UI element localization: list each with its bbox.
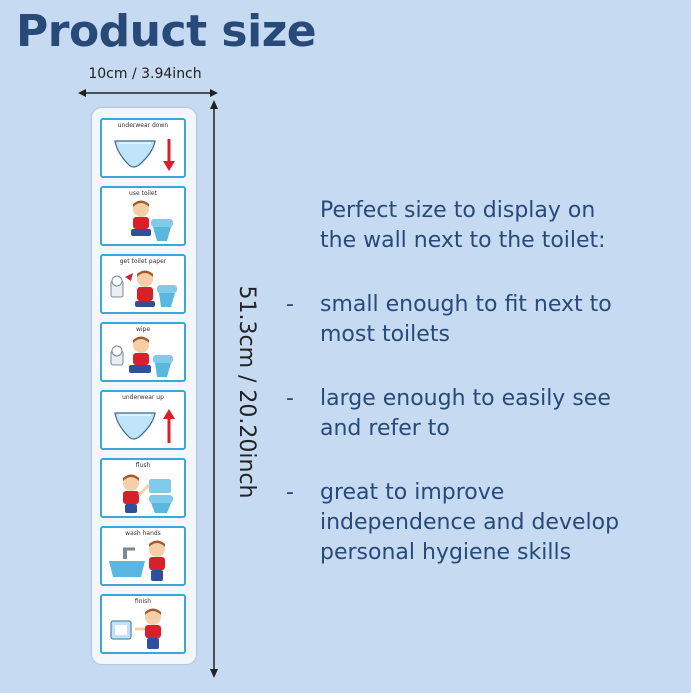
page-title: Product size [16,6,317,57]
step-card-wash-hands: wash hands [100,526,186,586]
bullet-line: great to improve [320,480,505,505]
flush-icon [123,474,173,513]
step-label: wipe [135,326,151,333]
step-label: underwear down [117,122,169,129]
height-dimension-label: 51.3cm / 20.20inch [234,285,259,499]
bullet-line: and refer to [320,416,450,441]
bullet-dash: - [286,480,294,505]
toilet-routine-strip: underwear down use toilet get toilet pap… [92,108,196,664]
width-dimension-arrow [78,89,218,97]
wipe-icon [110,336,173,377]
bullet-dash: - [286,292,294,317]
step-label: get toilet paper [119,258,167,265]
bullet-line: large enough to easily see [320,386,611,411]
size-description: Perfect size to display on the wall next… [320,196,680,256]
bullet-line: independence and develop [320,510,620,535]
finish-icon [110,608,161,649]
underwear-up-icon [114,409,175,443]
step-label: underwear up [122,394,164,401]
step-card-use-toilet: use toilet [100,186,186,246]
step-card-underwear-down: underwear down [100,118,186,178]
underwear-down-icon [114,139,175,171]
bullet-line: personal hygiene skills [320,540,572,565]
description-line: Perfect size to display on [320,198,596,223]
bullet-line: small enough to fit next to [320,292,612,317]
step-label: finish [134,598,152,605]
step-card-finish: finish [100,594,186,654]
step-card-wipe: wipe [100,322,186,382]
bullet-dash: - [286,386,294,411]
step-label: flush [135,462,151,469]
step-card-get-toilet-paper: get toilet paper [100,254,186,314]
description-line: the wall next to the toilet: [320,228,606,253]
height-dimension-arrow [210,100,218,678]
step-label: wash hands [125,530,161,537]
bullet-line: most toilets [320,322,450,347]
step-card-flush: flush [100,458,186,518]
step-card-underwear-up: underwear up [100,390,186,450]
child-on-toilet-icon [131,200,173,241]
wash-hands-icon [109,540,165,581]
toilet-paper-icon [110,270,177,307]
step-label: use toilet [129,190,157,197]
width-dimension-label: 10cm / 3.94inch [88,66,202,82]
